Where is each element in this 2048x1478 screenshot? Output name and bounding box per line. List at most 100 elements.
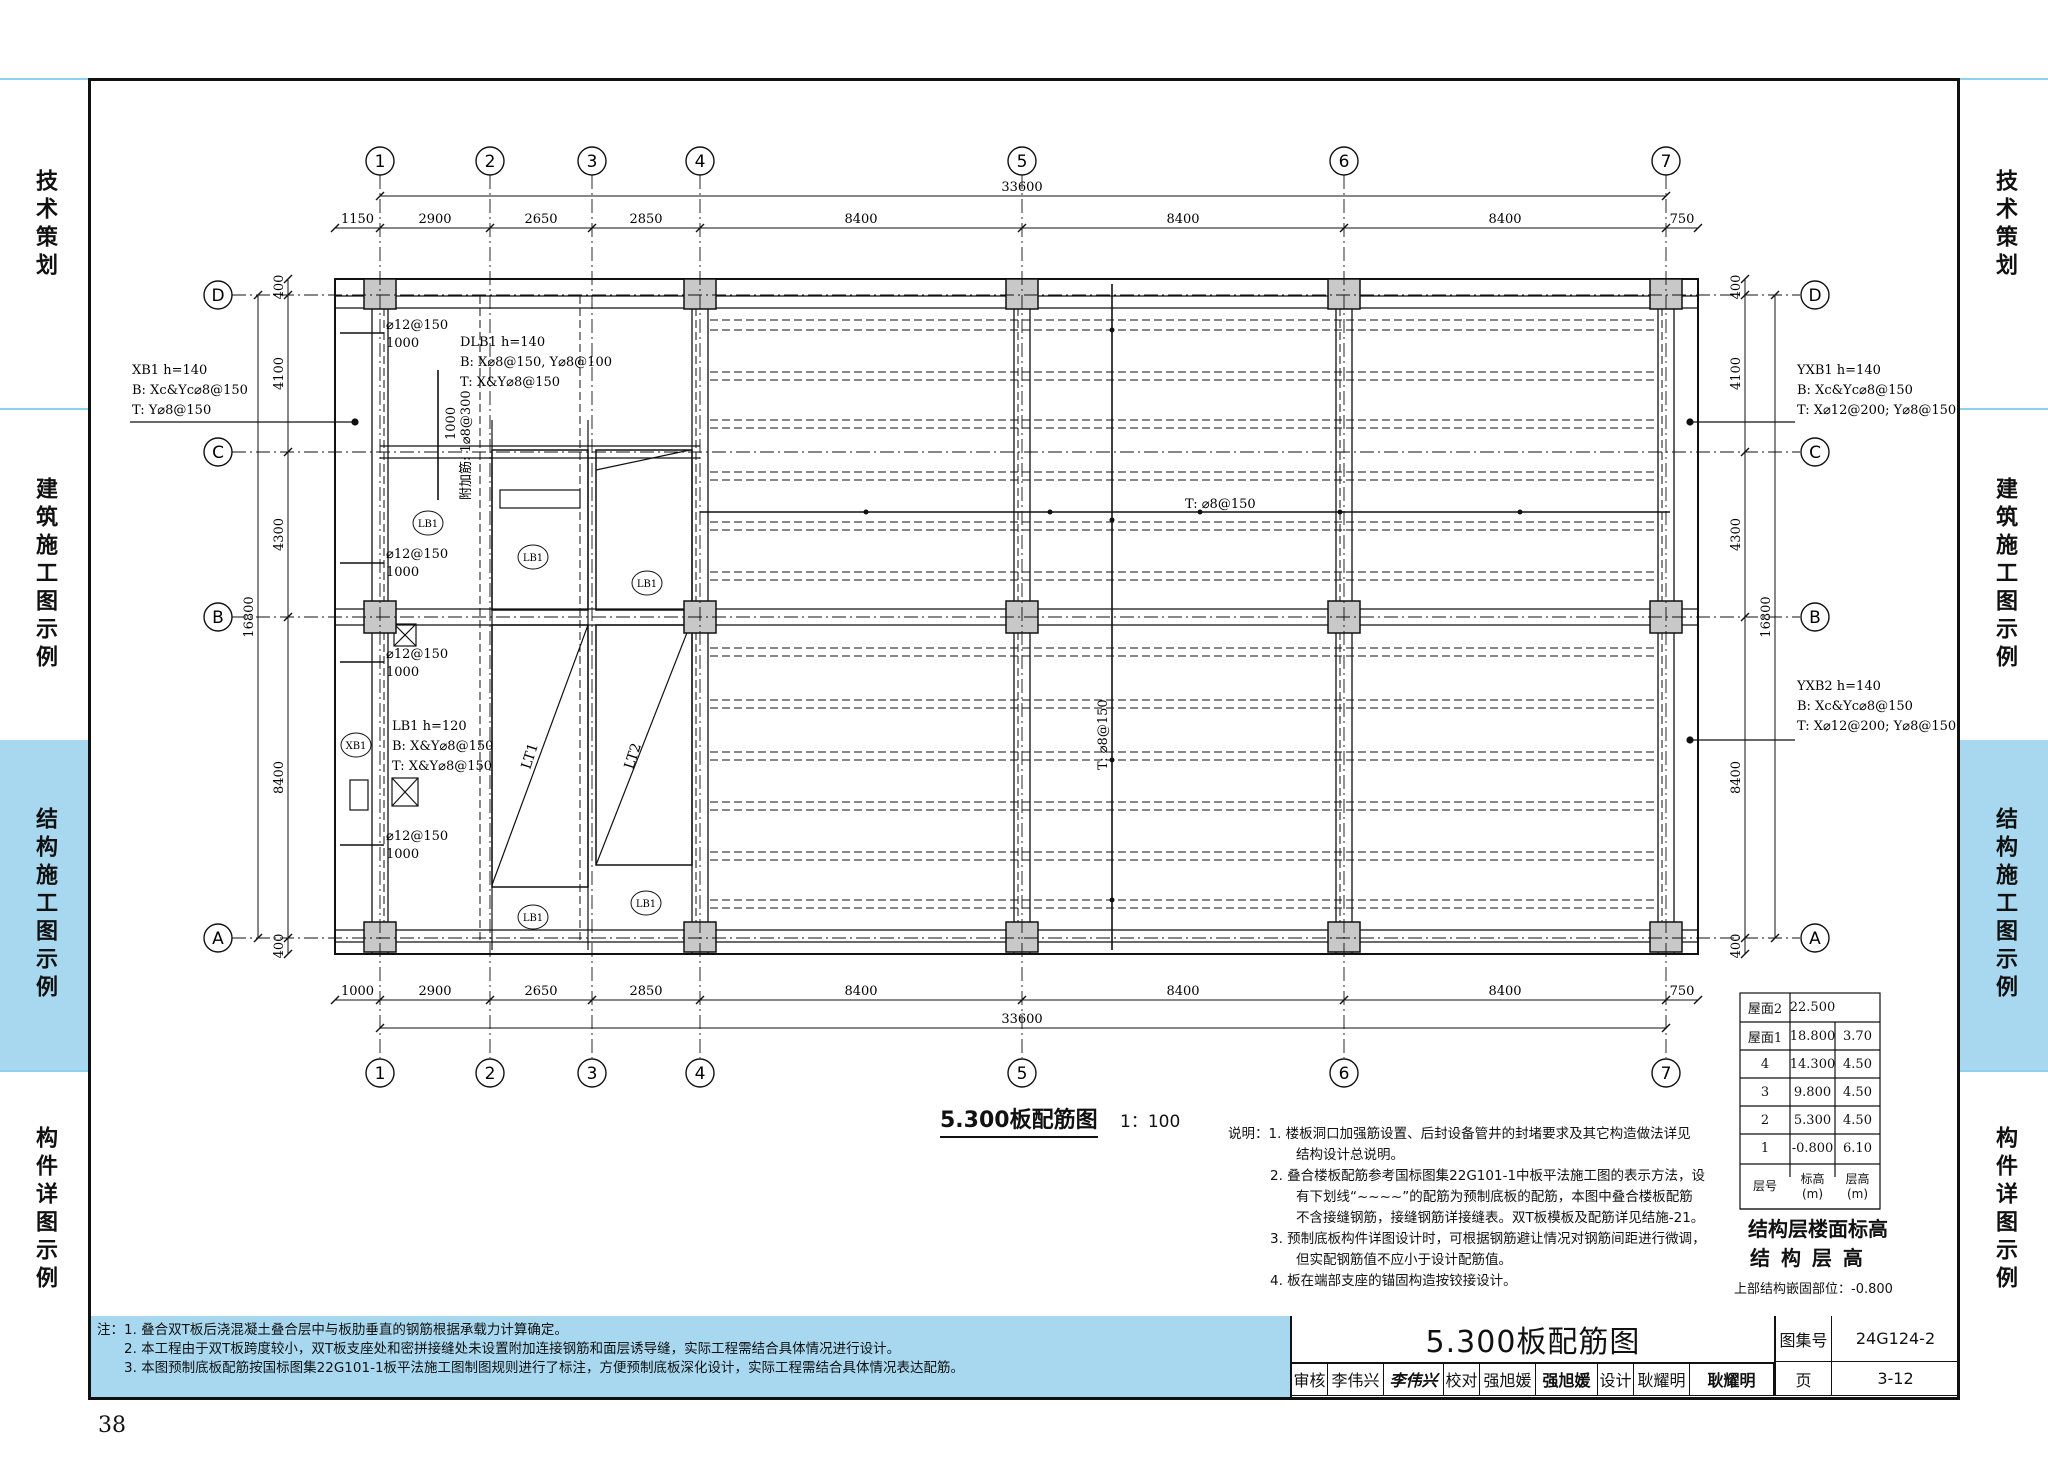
dimension-text: 750: [1670, 984, 1695, 999]
dimension-tick: [695, 995, 705, 1005]
axis-label: 3: [587, 1064, 598, 1084]
dimension-text: 2850: [629, 212, 662, 227]
axis-bubble: [1800, 437, 1830, 467]
slab-label-yxb1: T: X⌀12@200; Y⌀8@150: [1797, 403, 1956, 418]
axis-bubble: [203, 923, 233, 953]
level-caption-2: 结 构 层 高: [1750, 1246, 1865, 1270]
side-tab-left-4[interactable]: 构件详图示例: [0, 1080, 88, 1340]
slab-label-yxb1: B: Xc&Yc⌀8@150: [1797, 383, 1913, 398]
dimension-text: 4100: [1729, 357, 1744, 390]
dimension-tick: [1740, 933, 1750, 943]
dimension-tick: [485, 223, 495, 233]
axis-label: C: [212, 443, 224, 463]
embed-note: 上部结构嵌固部位：-0.800: [1734, 1282, 1893, 1297]
dimension-tick: [1339, 995, 1349, 1005]
dimension-text: 2850: [629, 984, 662, 999]
axis-bubble: [1651, 146, 1681, 176]
level-cell: 2: [1760, 1112, 1770, 1128]
dimension-text: 400: [272, 275, 287, 300]
side-tab-left-1[interactable]: 技术策划: [0, 140, 88, 310]
side-tab-right-2[interactable]: 建筑施工图示例: [1960, 410, 2048, 740]
dimension-tick: [1740, 447, 1750, 457]
dimension-tick: [330, 223, 340, 233]
slab-tag-text: LB1: [636, 899, 656, 910]
side-tab-label: 技术策划: [32, 169, 57, 281]
description-line: 说明：1. 楼板洞口加强筋设置、后封设备管井的封堵要求及其它构造做法详见: [1228, 1126, 1691, 1142]
rebar-length: 1000: [386, 847, 419, 862]
level-cell: 1: [1760, 1140, 1770, 1156]
level-cell: 4.50: [1843, 1056, 1872, 1072]
rebar-label: ⌀12@150: [386, 829, 448, 844]
dimension-text: 1000: [341, 984, 374, 999]
dimension-text: 2900: [418, 984, 451, 999]
dimension-text: 8400: [844, 984, 877, 999]
dimension-tick: [283, 933, 293, 943]
side-tab-left-3[interactable]: 结构施工图示例: [0, 740, 88, 1070]
axis-label: 4: [695, 1064, 706, 1084]
level-cell: 4.50: [1843, 1112, 1872, 1128]
description-line: 有下划线“~~~~”的配筋为预制底板的配筋，本图中叠合楼板配筋: [1296, 1189, 1693, 1205]
reviewer-signature: 李伟兴: [1384, 1362, 1444, 1396]
level-cell: 3: [1760, 1084, 1770, 1100]
axis-bubble: [203, 437, 233, 467]
rebar-label: ⌀12@150: [386, 318, 448, 333]
level-caption-1: 结构层楼面标高: [1748, 1217, 1888, 1241]
side-tab-right-1[interactable]: 技术策划: [1960, 140, 2048, 310]
dimension-tick: [1661, 1023, 1671, 1033]
title-block: 5.300板配筋图 图集号 24G124-2 审核 李伟兴 李伟兴 校对 强旭媛…: [1290, 1316, 1960, 1398]
designer-signature: 耿耀明: [1690, 1362, 1774, 1396]
slab-label-dlb1: B: X⌀8@150, Y⌀8@100: [460, 355, 612, 370]
dimension-tick: [1740, 290, 1750, 300]
axis-label: A: [212, 929, 224, 949]
side-tab-label: 结构施工图示例: [32, 807, 57, 1003]
dimension-tick: [283, 949, 293, 959]
slab-label-yxb2: YXB2 h=140: [1796, 679, 1881, 694]
side-tab-label: 结构施工图示例: [1992, 807, 2017, 1003]
dimension-text: 8400: [844, 212, 877, 227]
level-cell: 屋面2: [1747, 1001, 1783, 1017]
axis-bubble: [1007, 146, 1037, 176]
stair-label: LT2: [622, 741, 645, 771]
axis-bubble: [1800, 923, 1830, 953]
divider-line: [1960, 1070, 2048, 1072]
overall-dimension: 16800: [242, 596, 257, 637]
slab-tag-text: LB1: [523, 913, 543, 924]
designer-name: 耿耀明: [1634, 1362, 1690, 1396]
axis-bubble: [1007, 1058, 1037, 1088]
top-rebar-label: T: ⌀8@150: [1096, 699, 1111, 770]
rebar-label: ⌀12@150: [386, 647, 448, 662]
dimension-tick: [283, 274, 293, 284]
dimension-tick: [330, 995, 340, 1005]
dimension-tick: [1339, 223, 1349, 233]
axis-bubble: [577, 1058, 607, 1088]
atlas-number: 24G124-2: [1832, 1316, 1960, 1362]
dimension-tick: [1693, 995, 1703, 1005]
divider-line: [0, 1070, 88, 1072]
side-tab-right-4[interactable]: 构件详图示例: [1960, 1080, 2048, 1340]
side-tab-left-2[interactable]: 建筑施工图示例: [0, 410, 88, 740]
dimension-tick: [375, 223, 385, 233]
axis-label: 6: [1339, 1064, 1350, 1084]
axis-label: B: [1809, 608, 1821, 628]
axis-bubble: [365, 146, 395, 176]
side-tab-right-3[interactable]: 结构施工图示例: [1960, 740, 2048, 1070]
check-label: 校对: [1444, 1362, 1480, 1396]
side-tab-label: 建筑施工图示例: [32, 477, 57, 673]
dimension-tick: [283, 447, 293, 457]
drawing-frame: [88, 78, 1960, 1400]
axis-bubble: [685, 146, 715, 176]
dimension-text: 4300: [1729, 518, 1744, 551]
dimension-tick: [1661, 191, 1671, 201]
dimension-text: 8400: [1488, 212, 1521, 227]
dimension-tick: [485, 995, 495, 1005]
axis-label: 1: [375, 152, 386, 172]
axis-label: 7: [1661, 152, 1672, 172]
axis-bubble: [577, 146, 607, 176]
side-tab-label: 技术策划: [1992, 169, 2017, 281]
level-cell: 18.800: [1789, 1028, 1836, 1044]
sheet-page: 3-12: [1832, 1362, 1960, 1396]
slab-label-lb1: T: X&Y⌀8@150: [392, 759, 492, 774]
checker-name: 强旭媛: [1480, 1362, 1536, 1396]
axis-label: D: [1808, 286, 1821, 306]
divider-line: [1960, 78, 2048, 80]
